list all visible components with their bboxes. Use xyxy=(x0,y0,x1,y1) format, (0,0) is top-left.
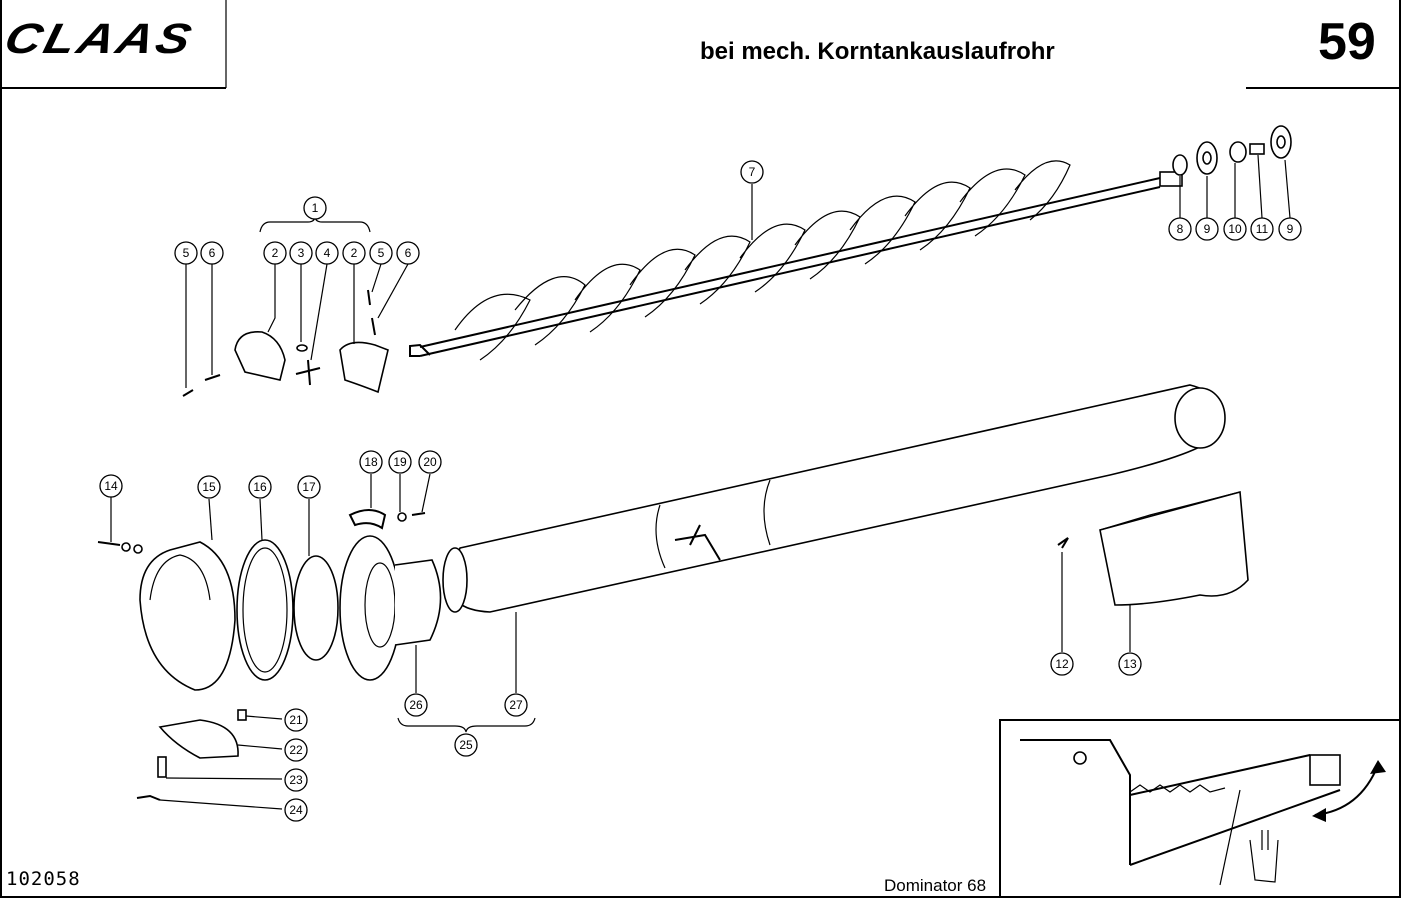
universal-joint-parts xyxy=(182,289,389,397)
callout-16: 16 xyxy=(248,475,272,499)
svg-text:23: 23 xyxy=(289,773,303,787)
svg-text:15: 15 xyxy=(202,480,216,494)
discharge-tube xyxy=(442,384,1226,613)
svg-text:6: 6 xyxy=(405,246,412,260)
svg-text:11: 11 xyxy=(1256,222,1269,236)
svg-text:25: 25 xyxy=(459,738,473,752)
svg-text:14: 14 xyxy=(104,479,118,493)
callout-2b: 2 xyxy=(342,241,366,265)
bearing-parts xyxy=(1172,125,1292,176)
callout-6b: 6 xyxy=(396,241,420,265)
callout-18: 18 xyxy=(359,450,383,474)
svg-text:22: 22 xyxy=(289,743,303,757)
callout-1: 1 xyxy=(303,196,327,220)
svg-text:7: 7 xyxy=(749,165,756,179)
callout-6a: 6 xyxy=(200,241,224,265)
model-label: Dominator 68 xyxy=(884,876,987,895)
callout-8: 8 xyxy=(1168,217,1192,241)
document-number: 102058 xyxy=(6,868,81,890)
callout-4: 4 xyxy=(315,241,339,265)
svg-text:27: 27 xyxy=(509,698,523,712)
page-number: 59 xyxy=(1318,13,1376,71)
callout-17: 17 xyxy=(297,475,321,499)
callout-14: 14 xyxy=(99,474,123,498)
svg-text:26: 26 xyxy=(409,698,423,712)
svg-text:9: 9 xyxy=(1287,222,1294,236)
svg-text:4: 4 xyxy=(324,246,331,260)
svg-text:5: 5 xyxy=(183,246,190,260)
svg-text:8: 8 xyxy=(1177,222,1184,236)
callout-11: 11 xyxy=(1250,217,1274,241)
svg-text:2: 2 xyxy=(351,246,358,260)
page-title: bei mech. Korntankauslaufrohr xyxy=(700,38,1055,65)
svg-text:2: 2 xyxy=(272,246,279,260)
callout-25: 25 xyxy=(454,733,478,757)
callout-24: 24 xyxy=(284,798,308,822)
svg-text:19: 19 xyxy=(393,455,407,469)
callout-2a: 2 xyxy=(263,241,287,265)
callout-3: 3 xyxy=(289,241,313,265)
svg-text:10: 10 xyxy=(1228,222,1242,236)
callout-23: 23 xyxy=(284,768,308,792)
callout-19: 19 xyxy=(388,450,412,474)
auger-screw xyxy=(409,160,1183,361)
svg-text:5: 5 xyxy=(378,246,385,260)
callout-15: 15 xyxy=(197,475,221,499)
svg-text:13: 13 xyxy=(1123,657,1137,671)
callout-27: 27 xyxy=(504,693,528,717)
svg-text:9: 9 xyxy=(1204,222,1211,236)
callout-21: 21 xyxy=(284,708,308,732)
callout-26: 26 xyxy=(404,693,428,717)
callout-9b: 9 xyxy=(1278,217,1302,241)
svg-text:18: 18 xyxy=(364,455,378,469)
callout-10: 10 xyxy=(1223,217,1247,241)
brand-logo: CLAAS xyxy=(0,14,200,63)
flange-parts xyxy=(97,509,442,691)
callout-22: 22 xyxy=(284,738,308,762)
small-parts xyxy=(136,709,247,801)
callout-7: 7 xyxy=(740,160,764,184)
svg-text:20: 20 xyxy=(423,455,437,469)
callout-5a: 5 xyxy=(174,241,198,265)
svg-text:16: 16 xyxy=(253,480,267,494)
callout-13: 13 xyxy=(1118,652,1142,676)
callout-5b: 5 xyxy=(369,241,393,265)
callout-20: 20 xyxy=(418,450,442,474)
svg-text:17: 17 xyxy=(302,480,316,494)
svg-text:6: 6 xyxy=(209,246,216,260)
svg-text:3: 3 xyxy=(298,246,305,260)
svg-text:12: 12 xyxy=(1055,657,1069,671)
svg-text:21: 21 xyxy=(289,713,303,727)
inset-operating-diagram xyxy=(999,719,1401,898)
svg-text:24: 24 xyxy=(289,803,303,817)
leader-lines xyxy=(110,154,1291,810)
svg-text:1: 1 xyxy=(312,201,319,215)
sleeve-cover xyxy=(1057,490,1249,606)
callout-9a: 9 xyxy=(1195,217,1219,241)
callout-12: 12 xyxy=(1050,652,1074,676)
